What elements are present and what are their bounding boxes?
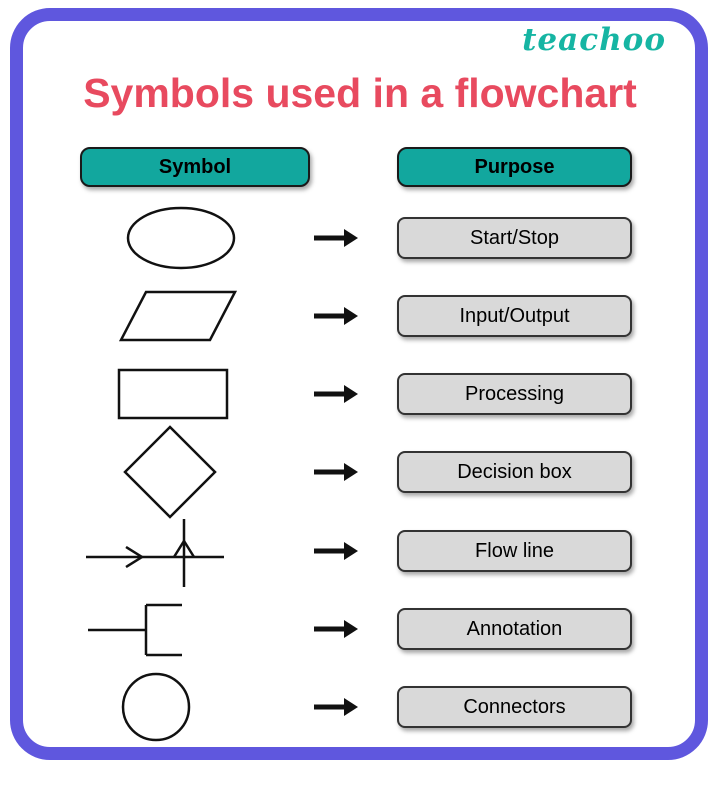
purpose-input-output: Input/Output bbox=[397, 295, 632, 337]
purpose-annotation: Annotation bbox=[397, 608, 632, 650]
page-title: Symbols used in a flowchart bbox=[83, 70, 637, 116]
arrow-right-icon bbox=[314, 620, 358, 638]
arrow-right-icon bbox=[314, 698, 358, 716]
purpose-column-header: Purpose bbox=[397, 147, 632, 187]
oval-symbol-icon bbox=[126, 206, 236, 270]
purpose-label: Input/Output bbox=[459, 304, 570, 327]
purpose-label: Processing bbox=[465, 382, 564, 405]
purpose-label: Start/Stop bbox=[470, 226, 559, 249]
purpose-label: Decision box bbox=[457, 460, 572, 483]
purpose-label: Connectors bbox=[463, 695, 566, 718]
purpose-connectors: Connectors bbox=[397, 686, 632, 728]
symbol-header-label: Symbol bbox=[158, 155, 232, 178]
symbol-column-header: Symbol bbox=[80, 147, 310, 187]
annotation-symbol-icon bbox=[88, 603, 182, 657]
arrow-right-icon bbox=[314, 229, 358, 247]
purpose-start-stop: Start/Stop bbox=[397, 217, 632, 259]
purpose-flow-line: Flow line bbox=[397, 530, 632, 572]
parallelogram-symbol-icon bbox=[118, 290, 238, 342]
diamond-symbol-icon bbox=[123, 425, 217, 519]
teachoo-logo: teachoo bbox=[522, 22, 666, 58]
purpose-decision-box: Decision box bbox=[397, 451, 632, 493]
purpose-label: Flow line bbox=[475, 539, 554, 562]
rectangle-symbol-icon bbox=[117, 368, 229, 420]
purpose-header-label: Purpose bbox=[474, 155, 555, 178]
arrow-right-icon bbox=[314, 385, 358, 403]
purpose-label: Annotation bbox=[466, 617, 563, 640]
purpose-processing: Processing bbox=[397, 373, 632, 415]
arrow-right-icon bbox=[314, 463, 358, 481]
arrow-right-icon bbox=[314, 542, 358, 560]
circle-symbol-icon bbox=[121, 672, 191, 742]
arrow-right-icon bbox=[314, 307, 358, 325]
flow-line-symbol-icon bbox=[86, 519, 224, 587]
